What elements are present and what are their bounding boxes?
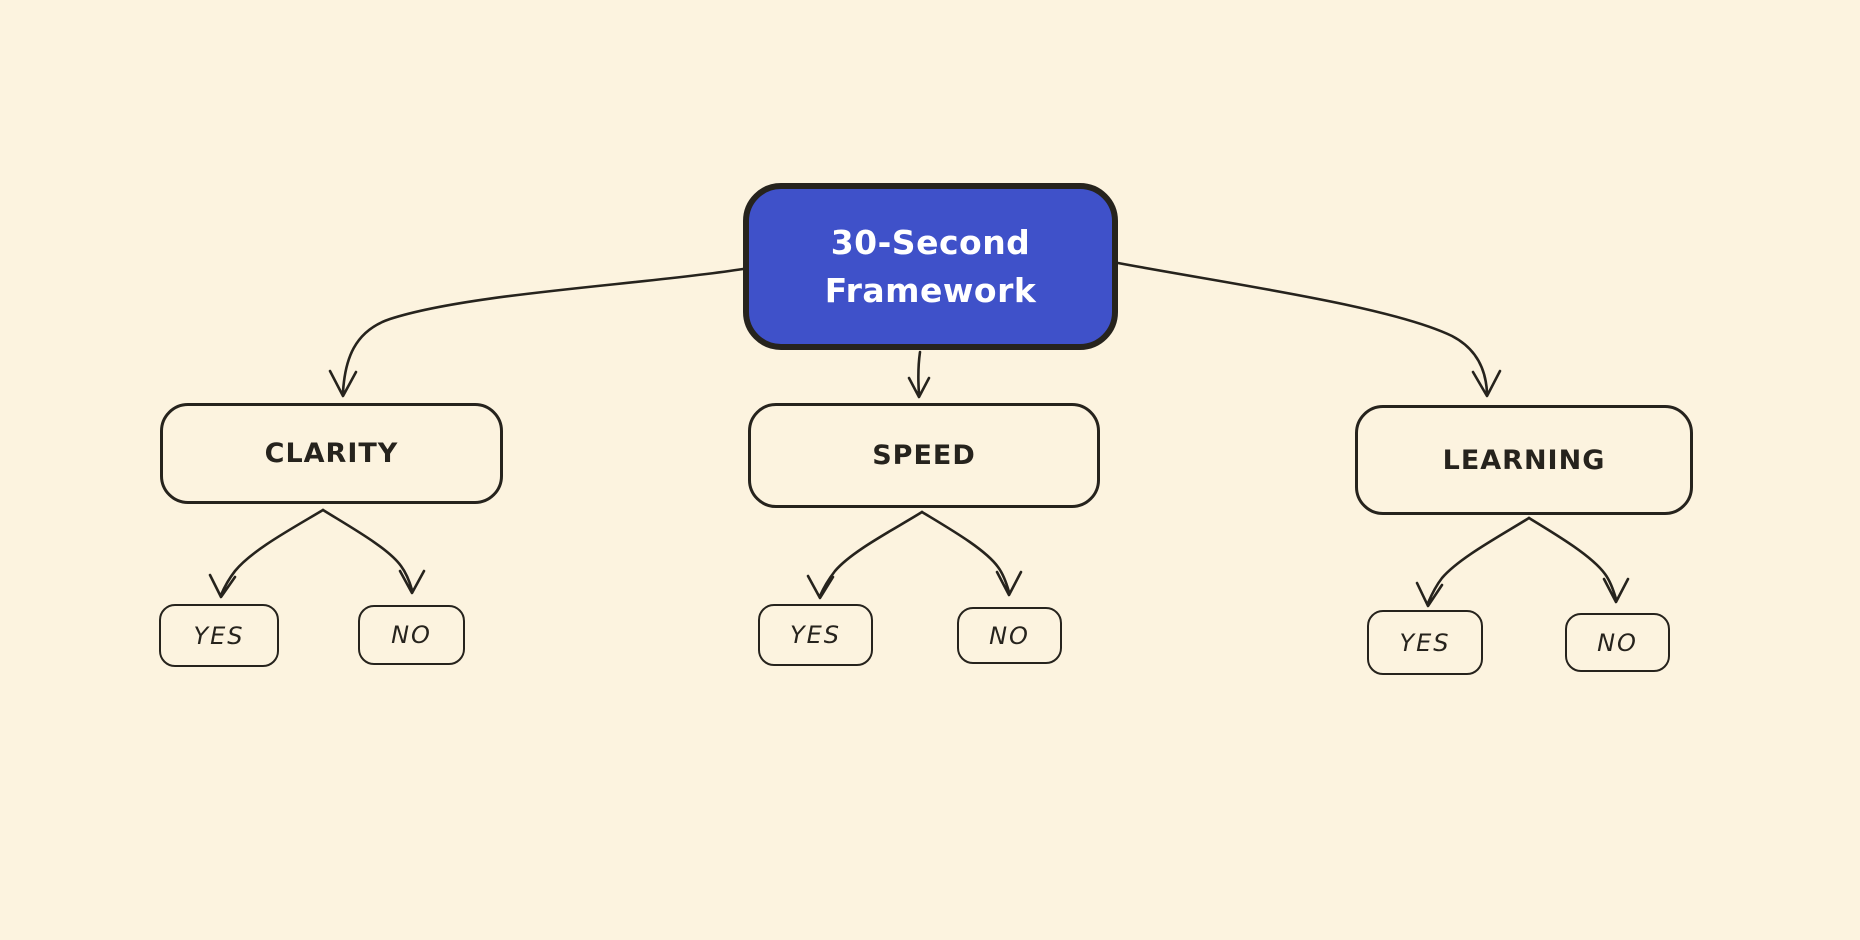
- node-clarity-yes: YES: [159, 604, 279, 667]
- node-speed-yes: YES: [758, 604, 873, 666]
- arrow-root-to-learning: [1116, 261, 1502, 398]
- node-clarity-no-label: NO: [391, 621, 432, 649]
- node-speed-label: SPEED: [872, 440, 976, 471]
- node-speed-yes-label: YES: [789, 621, 842, 649]
- node-learning-yes: YES: [1367, 610, 1483, 675]
- node-learning: LEARNING: [1355, 405, 1693, 515]
- node-root-framework: 30-Second Framework: [743, 183, 1118, 350]
- node-clarity-yes-label: YES: [193, 621, 245, 650]
- node-learning-no-label: NO: [1597, 628, 1638, 657]
- node-clarity-label: CLARITY: [264, 438, 399, 469]
- node-clarity-no: NO: [358, 605, 465, 665]
- node-speed-no: NO: [957, 607, 1062, 664]
- arrow-learning-to-no: [1527, 516, 1630, 604]
- arrow-clarity-to-no: [321, 508, 426, 595]
- root-label-line1: 30-Second: [830, 222, 1031, 262]
- node-speed: SPEED: [748, 403, 1100, 508]
- arrow-learning-to-yes: [1415, 516, 1531, 608]
- arrow-speed-to-yes: [806, 510, 924, 600]
- node-learning-label: LEARNING: [1442, 444, 1606, 476]
- node-clarity: CLARITY: [160, 403, 503, 504]
- arrow-clarity-to-yes: [208, 508, 325, 599]
- node-learning-no: NO: [1565, 613, 1670, 672]
- arrow-speed-to-no: [920, 510, 1023, 597]
- root-label-line2: Framework: [824, 270, 1037, 310]
- node-speed-no-label: NO: [989, 621, 1030, 650]
- arrow-root-to-speed: [907, 350, 931, 399]
- node-learning-yes-label: YES: [1399, 628, 1451, 657]
- arrow-root-to-clarity: [328, 267, 745, 398]
